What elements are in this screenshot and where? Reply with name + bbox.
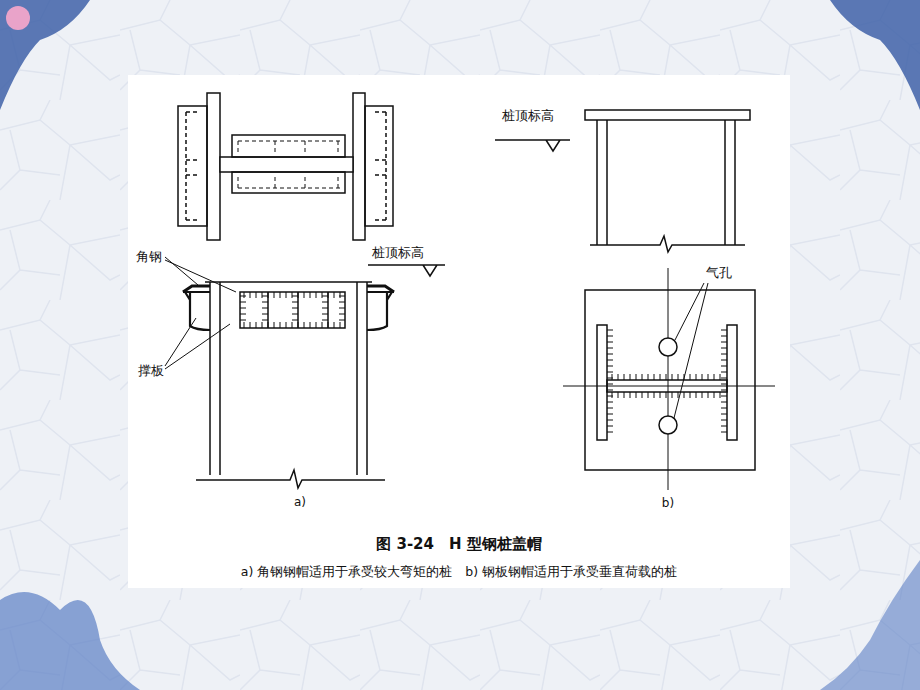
plan-view-b bbox=[563, 268, 775, 490]
elevation-b bbox=[495, 110, 750, 252]
plan-view-a bbox=[178, 93, 393, 240]
corner-ornament bbox=[830, 0, 920, 110]
part-label: 撑板 bbox=[138, 363, 164, 379]
subfigure-label: b) bbox=[662, 496, 674, 510]
elevation-label: 桩顶标高 bbox=[372, 245, 424, 261]
lotus-ornament bbox=[0, 592, 140, 690]
part-label: 气孔 bbox=[706, 265, 732, 281]
flower-ornament bbox=[6, 6, 30, 30]
figure-caption: 图 3-24 H 型钢桩盖帽 bbox=[376, 535, 542, 553]
elevation-a bbox=[165, 257, 445, 488]
plant-ornament bbox=[820, 560, 920, 690]
corner-ornament bbox=[0, 0, 90, 110]
figure-panel bbox=[128, 75, 790, 588]
elevation-label: 桩顶标高 bbox=[502, 108, 554, 124]
subfigure-label: a) bbox=[294, 495, 306, 509]
subcaption: a) 角钢钢帽适用于承受较大弯矩的桩 b) 钢板钢帽适用于承受垂直荷载的桩 bbox=[241, 564, 677, 579]
part-label: 角钢 bbox=[136, 249, 162, 265]
